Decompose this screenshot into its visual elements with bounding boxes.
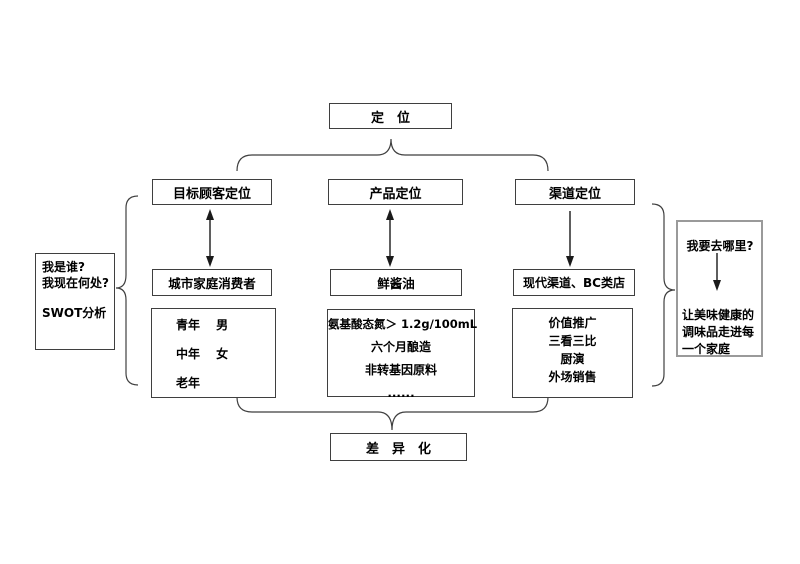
target-customer-positioning-label: 目标顾客定位: [172, 186, 251, 202]
top-brace: [236, 138, 549, 172]
urban-family-consumers-label: 城市家庭消费者: [168, 276, 256, 291]
modern-channel-box: 现代渠道、BC类店: [513, 269, 635, 296]
differentiation-label: 差 异 化: [365, 441, 431, 457]
product-positioning-box: 产品定位: [328, 179, 463, 205]
channel-detail-line: 外场销售: [548, 370, 597, 384]
channel-positioning-box: 渠道定位: [515, 179, 635, 205]
swot-note-box: 我是谁? 我现在何处? SWOT分析: [35, 253, 115, 350]
double-arrow-product-icon: [386, 209, 394, 267]
differentiation-box: 差 异 化: [330, 433, 467, 461]
customer-detail-box: 青年 男 中年 女 老年: [151, 308, 276, 398]
product-detail-line: ......: [387, 386, 415, 400]
vision-answer: 让美味健康的调味品走进每一个家庭: [682, 308, 755, 356]
left-brace: [115, 195, 139, 386]
vision-note-box: 我要去哪里? 让美味健康的调味品走进每一个家庭: [676, 220, 763, 357]
channel-detail-box: 价值推广 三看三比 厨演 外场销售: [512, 308, 633, 398]
fresh-soy-sauce-label: 鲜酱油: [377, 276, 415, 291]
product-detail-box: 氨基酸态氮＞ 1.2g/100mL 六个月酿造 非转基因原料 ......: [327, 309, 478, 400]
swot-analysis-label: SWOT分析: [42, 306, 107, 320]
customer-detail-line: 中年 女: [176, 347, 229, 361]
positioning-label: 定 位: [370, 110, 410, 126]
target-customer-positioning-box: 目标顾客定位: [152, 179, 272, 205]
product-detail-line: 氨基酸态氮＞ 1.2g/100mL: [328, 317, 478, 331]
positioning-box: 定 位: [329, 103, 452, 129]
product-detail-line: 六个月酿造: [370, 340, 431, 354]
vision-question: 我要去哪里?: [686, 239, 754, 253]
right-brace: [651, 203, 676, 387]
customer-detail-line: 青年 男: [176, 318, 229, 332]
channel-detail-line: 价值推广: [548, 316, 597, 330]
double-arrow-customer-icon: [206, 209, 214, 267]
channel-detail-line: 三看三比: [548, 334, 597, 348]
channel-positioning-label: 渠道定位: [548, 186, 601, 202]
down-arrow-channel-icon: [566, 211, 574, 267]
urban-family-consumers-box: 城市家庭消费者: [152, 269, 272, 296]
product-detail-line: 非转基因原料: [364, 363, 437, 377]
swot-note-line: 我是谁?: [42, 260, 85, 274]
fresh-soy-sauce-box: 鲜酱油: [330, 269, 462, 296]
channel-detail-line: 厨演: [560, 352, 585, 366]
product-positioning-label: 产品定位: [369, 186, 422, 202]
swot-note-line: 我现在何处?: [42, 276, 109, 290]
modern-channel-label: 现代渠道、BC类店: [523, 276, 625, 290]
customer-detail-line: 老年: [176, 376, 201, 390]
